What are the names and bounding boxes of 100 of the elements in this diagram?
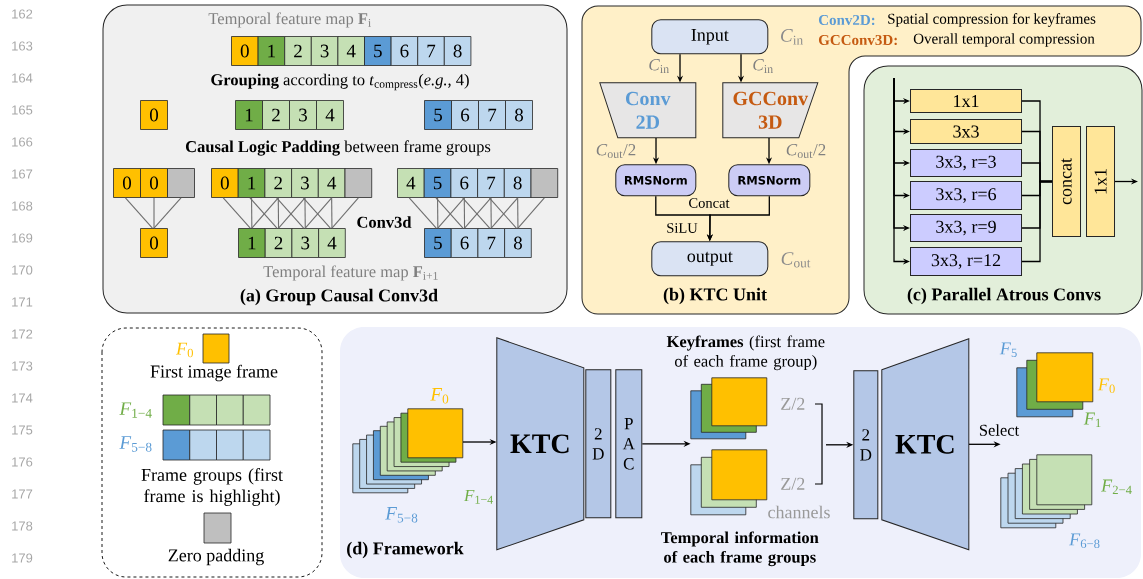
frame-cell: 0 bbox=[140, 168, 168, 198]
size-label: Z/2 bbox=[781, 477, 805, 490]
frame-cell: 0 bbox=[140, 228, 168, 258]
panel-title: (a) Group Causal Conv3d bbox=[240, 288, 438, 306]
frame-label: F$_{1−4}$ bbox=[463, 489, 493, 504]
frame-cell: 1 bbox=[235, 100, 263, 130]
padding-cell bbox=[530, 168, 559, 198]
frame-stack-drawing bbox=[690, 449, 768, 516]
frame-stack-drawing bbox=[352, 408, 464, 494]
conv-line bbox=[222, 197, 251, 229]
padding-cell bbox=[167, 168, 195, 198]
frame-cell: 4 bbox=[397, 168, 425, 198]
caption-text: Causal Logic Padding between frame groups bbox=[185, 140, 491, 156]
frame-cell: 6 bbox=[450, 228, 479, 258]
rounded-box: Input bbox=[651, 19, 769, 55]
frame-cell: 7 bbox=[478, 100, 506, 130]
frame-cell: 3 bbox=[310, 36, 339, 66]
frame-label: F$_{1}$ bbox=[1083, 412, 1101, 427]
frame-cell: 6 bbox=[450, 168, 478, 198]
conv-box: 3x3, r=12 bbox=[910, 247, 1022, 276]
frame-cell: 0 bbox=[231, 36, 259, 66]
layer-box: 1x1 bbox=[1086, 126, 1115, 237]
frame-cell: 8 bbox=[505, 100, 533, 130]
legend-text: Frame groups (first frame is highlight) bbox=[141, 468, 283, 506]
conv-line bbox=[331, 197, 333, 229]
operation-label: Conv3d bbox=[357, 216, 412, 228]
connector-line bbox=[1021, 180, 1053, 263]
conv-box: 3x3, r=6 bbox=[910, 181, 1022, 210]
frame-label: F$_{0}$ bbox=[1097, 378, 1115, 394]
frame-cell: 0 bbox=[211, 168, 239, 198]
edge-label: C$_{in}$ bbox=[753, 59, 773, 73]
trapezoid-block: KTC bbox=[881, 338, 970, 551]
panel-title: (b) KTC Unit bbox=[663, 287, 767, 305]
line-number: 166 bbox=[12, 137, 33, 147]
frame-label: F$_{1−4}$ bbox=[119, 402, 152, 418]
line-number: 173 bbox=[12, 361, 33, 371]
layer-box: 2 D bbox=[585, 369, 612, 519]
line-number: 162 bbox=[12, 9, 33, 19]
line-number: 168 bbox=[12, 201, 33, 211]
frame-cell: 7 bbox=[477, 168, 505, 198]
legend-text: First image frame bbox=[150, 364, 278, 382]
operation-label: SiLU bbox=[667, 223, 698, 233]
conv-line bbox=[124, 197, 153, 229]
conv-line bbox=[153, 197, 182, 229]
conv-line bbox=[490, 197, 492, 229]
conv-line bbox=[463, 197, 466, 229]
caption-text: Temporal feature map F$_{i}$ bbox=[208, 12, 371, 28]
note-text: Spatial compression for keyframes bbox=[888, 13, 1096, 27]
frame-cell: 6 bbox=[390, 36, 419, 66]
frame-cell: 4 bbox=[318, 228, 346, 258]
frame-cell: 5 bbox=[364, 36, 392, 66]
frame-cell: 7 bbox=[417, 36, 445, 66]
line-number: 177 bbox=[12, 489, 33, 499]
trapezoid-block: GCConv 3D bbox=[722, 82, 819, 139]
frame-cell: 8 bbox=[443, 36, 472, 66]
frame-cell: 8 bbox=[504, 228, 532, 258]
line-number: 174 bbox=[12, 393, 33, 403]
frame-cell: 4 bbox=[337, 36, 365, 66]
frame-cell: 7 bbox=[477, 228, 505, 258]
conv-box: 3x3, r=9 bbox=[910, 214, 1022, 242]
layer-box: 2 D bbox=[853, 370, 879, 520]
operation-label: Concat bbox=[689, 198, 730, 208]
edge-label: C$_{in}$ bbox=[649, 59, 669, 73]
layer-box: concat bbox=[1052, 126, 1081, 237]
edge-label: Select bbox=[979, 424, 1020, 436]
frame-label: F$_{6−8}$ bbox=[1069, 533, 1100, 549]
edge-label: C$_{out}$/2 bbox=[596, 144, 636, 158]
conv-line bbox=[437, 197, 439, 229]
conv-line bbox=[517, 197, 545, 229]
legend-text: Zero padding bbox=[168, 548, 264, 566]
frame-label: F$_{5−8}$ bbox=[119, 436, 152, 452]
caption-text: Temporal feature map F$_{i+1}$ bbox=[263, 265, 438, 281]
rounded-box: RMSNorm bbox=[728, 164, 811, 197]
line-number: 175 bbox=[12, 425, 33, 435]
frame-cell: 2 bbox=[264, 168, 292, 198]
frame-label: F$_{5}$ bbox=[999, 342, 1017, 358]
layer-box: P A C bbox=[615, 369, 643, 519]
edge-label: C$_{out}$/2 bbox=[786, 144, 826, 158]
note-term: Conv2D: bbox=[818, 14, 875, 26]
frame-cell: 4 bbox=[317, 168, 346, 198]
frame-cell: 3 bbox=[291, 168, 319, 198]
size-label: channels bbox=[768, 505, 830, 519]
conv-line bbox=[304, 197, 306, 229]
channel-label: C$_{in}$ bbox=[781, 29, 803, 45]
line-number: 165 bbox=[12, 105, 33, 115]
panel-title: (c) Parallel Atrous Convs bbox=[907, 287, 1101, 305]
frame-cell: 3 bbox=[291, 228, 319, 258]
frame-cell: 5 bbox=[424, 228, 452, 258]
frame-cell: 6 bbox=[451, 100, 479, 130]
frame-stack-drawing bbox=[690, 377, 768, 440]
caption-text: Temporal information of each frame groups bbox=[661, 531, 819, 567]
conv-line bbox=[153, 197, 155, 229]
line-number: 170 bbox=[12, 265, 33, 275]
line-number: 179 bbox=[12, 553, 33, 563]
conv-line bbox=[408, 197, 437, 229]
panel-title: (d) Framework bbox=[347, 541, 464, 559]
frame-cell: 1 bbox=[257, 36, 286, 66]
conv-box: 1x1 bbox=[910, 89, 1022, 113]
conv-box: 3x3, r=3 bbox=[910, 149, 1022, 177]
frame-cell: 5 bbox=[424, 100, 452, 130]
